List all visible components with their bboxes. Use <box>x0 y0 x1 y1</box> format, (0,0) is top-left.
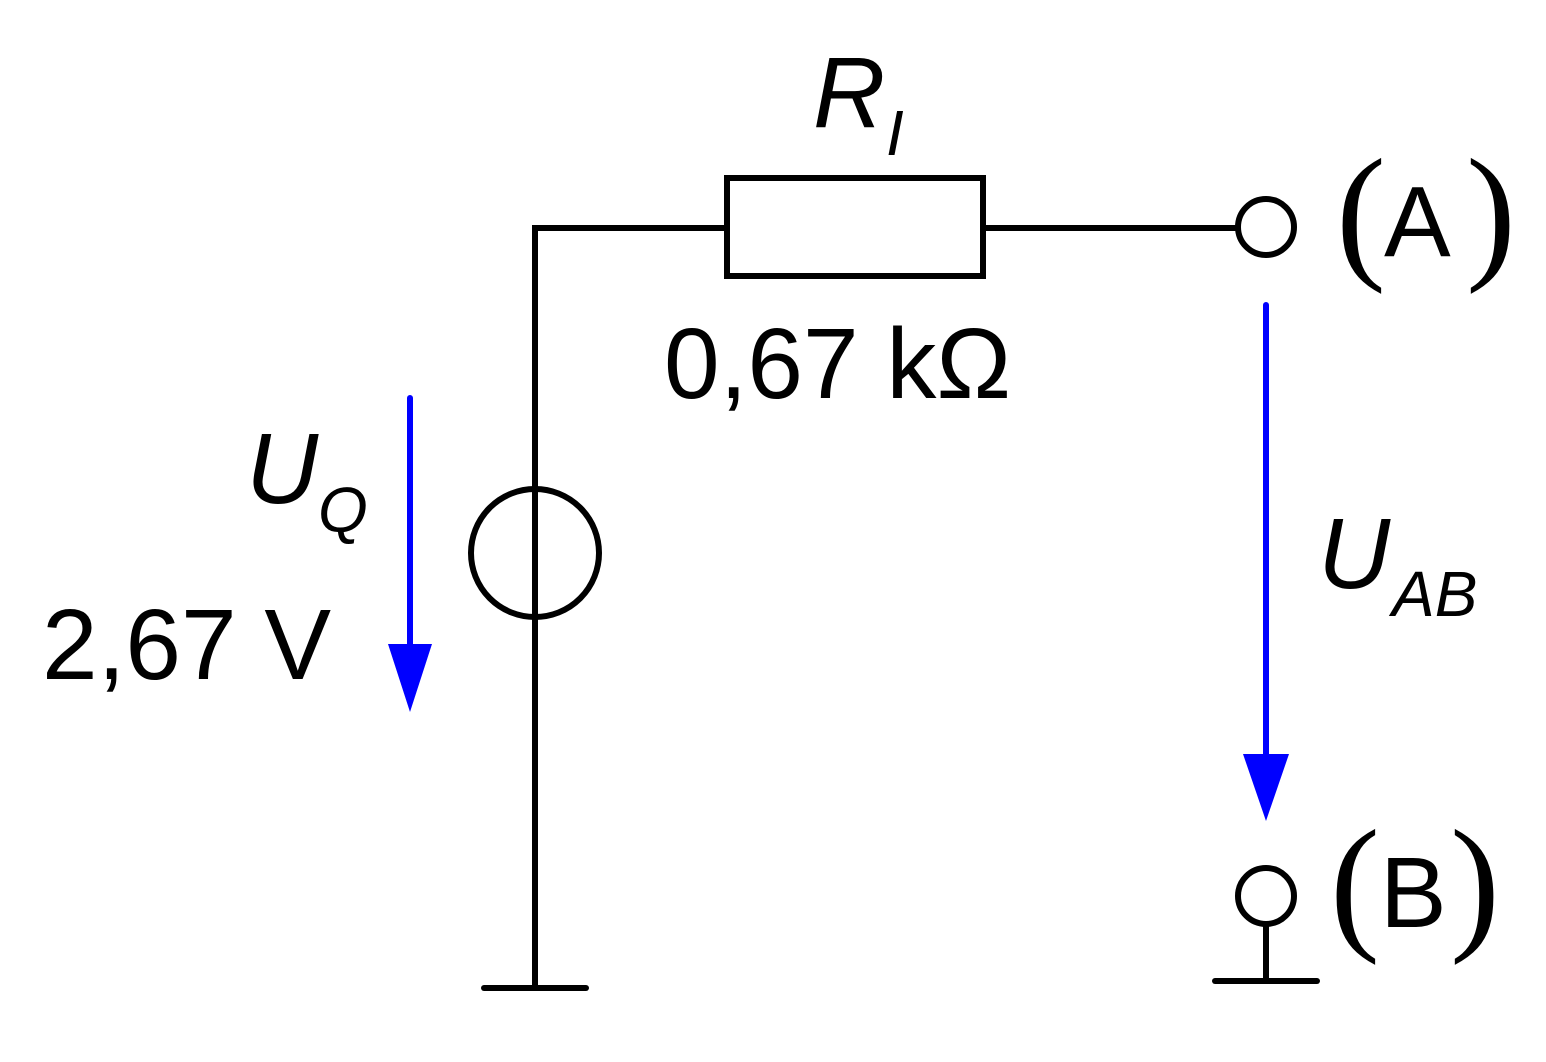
source-voltage-arrow <box>388 395 432 712</box>
source-subscript: Q <box>318 474 368 546</box>
resistor-value: 0,67 kΩ <box>664 308 1011 420</box>
output-voltage-symbol: U <box>1318 498 1391 610</box>
terminal-a-node <box>1235 196 1297 258</box>
left-wire <box>532 225 730 991</box>
terminal-b-letter: B <box>1380 837 1447 949</box>
terminal-b-close-paren: ) <box>1450 800 1500 966</box>
voltage-source-symbol <box>468 486 602 620</box>
terminal-a-letter: A <box>1384 166 1451 278</box>
terminal-b-open-paren: ( <box>1330 800 1380 966</box>
resistor-subscript: I <box>886 97 904 169</box>
terminal-b-node <box>1235 865 1297 927</box>
resistor-body <box>724 175 986 279</box>
source-symbol: U <box>246 413 319 525</box>
source-value: 2,67 V <box>42 589 331 701</box>
output-voltage-subscript: AB <box>1388 558 1477 630</box>
terminal-a-open-paren: ( <box>1336 129 1386 295</box>
resistor-symbol: R <box>813 37 885 149</box>
terminal-a-close-paren: ) <box>1466 129 1516 295</box>
output-voltage-arrow <box>1243 302 1289 821</box>
